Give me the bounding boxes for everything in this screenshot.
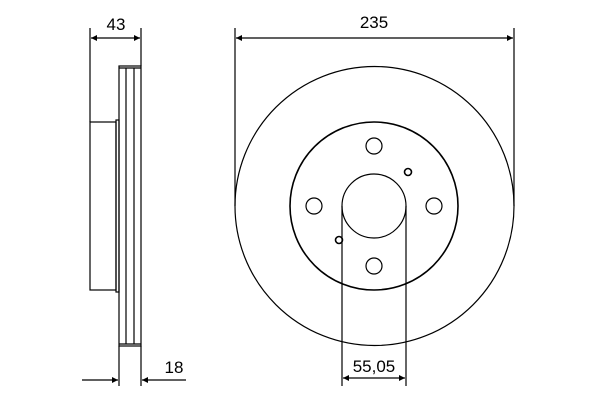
friction-ring-profile <box>118 65 142 347</box>
bolt-hole <box>365 137 383 155</box>
hub-circle <box>289 121 459 291</box>
bolt-hole <box>305 197 323 215</box>
bolt-hole <box>425 197 443 215</box>
locating-hole <box>403 167 413 177</box>
hub-profile <box>89 121 117 291</box>
center-bore <box>341 173 407 239</box>
side-profile-view: 43 18 <box>82 15 186 386</box>
dimension-label-18: 18 <box>165 358 184 377</box>
dimension-label-55: 55,05 <box>353 357 396 376</box>
dimension-label-43: 43 <box>107 15 126 34</box>
outer-rim <box>234 65 515 347</box>
front-view: 235 55,05 <box>234 13 515 386</box>
bolt-hole <box>365 257 383 275</box>
dimension-label-235: 235 <box>360 13 388 32</box>
